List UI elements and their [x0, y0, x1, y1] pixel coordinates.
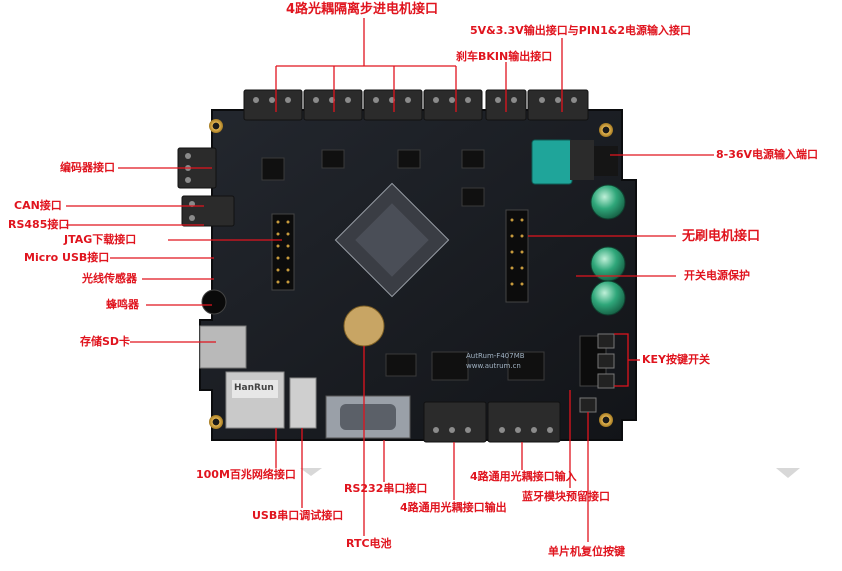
bottom-terminal-blocks: [423, 401, 561, 443]
label-jtag: JTAG下载接口: [64, 233, 137, 246]
key-buttons: [579, 333, 615, 413]
label-can: CAN接口: [14, 199, 62, 212]
rj45-connector: [225, 371, 285, 429]
power-input-connector: [531, 139, 618, 185]
silkscreen-rj45-brand: HanRun: [234, 383, 274, 393]
label-brake: 刹车BKIN输出接口: [456, 50, 553, 63]
silkscreen-site: www.autrum.cn: [466, 362, 521, 370]
label-micro-usb: Micro USB接口: [24, 251, 110, 264]
label-opto-in: 4路通用光耦接口输入: [470, 470, 577, 483]
small-ics: [261, 149, 545, 381]
silkscreen-model: AutRum-F407MB: [466, 352, 525, 360]
annotation-lines: [66, 18, 714, 542]
label-bluetooth: 蓝牙模块预留接口: [522, 490, 610, 503]
label-bldc: 无刷电机接口: [682, 229, 761, 244]
label-buzzer: 蜂鸣器: [106, 298, 139, 311]
top-terminal-blocks: [243, 89, 589, 121]
label-usb-uart: USB串口调试接口: [252, 509, 344, 522]
buzzer-part: [201, 289, 227, 315]
label-rtc: RTC电池: [346, 537, 392, 550]
usb-connector: [289, 377, 317, 429]
label-light-sensor: 光线传感器: [82, 272, 137, 285]
mounting-holes: [209, 119, 613, 429]
label-power-switch: 开关电源保护: [684, 269, 750, 282]
rtc-battery: [343, 305, 385, 347]
label-rs232: RS232串口接口: [344, 482, 428, 495]
mcu-chip: [334, 182, 450, 298]
label-key: KEY按键开关: [642, 353, 711, 366]
capacitors: [590, 184, 626, 316]
label-opto-out: 4路通用光耦接口输出: [400, 501, 507, 514]
db9-connector: [325, 395, 411, 439]
label-sd: 存储SD卡: [80, 335, 131, 348]
label-rs485: RS485接口: [8, 218, 70, 231]
label-power-out: 5V&3.3V输出接口与PIN1&2电源输入接口: [470, 24, 692, 37]
label-power-in: 8-36V电源输入端口: [716, 148, 819, 161]
label-reset: 单片机复位按键: [548, 545, 625, 558]
label-encoder: 编码器接口: [60, 161, 115, 174]
label-stepper: 4路光耦隔离步进电机接口: [286, 2, 439, 17]
sd-slot: [199, 325, 247, 369]
label-ethernet: 100M百兆网络接口: [196, 468, 296, 481]
